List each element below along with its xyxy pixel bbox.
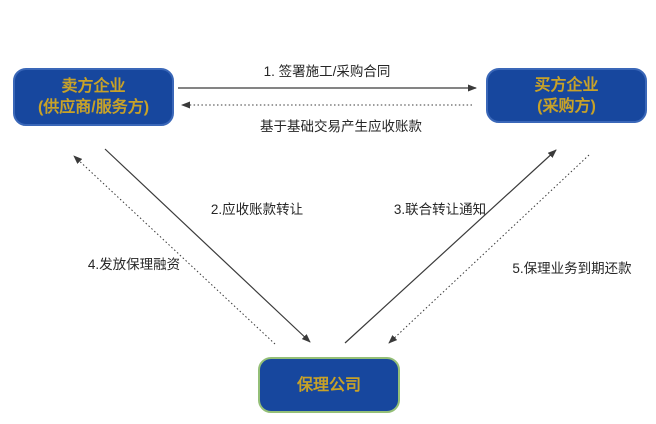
node-seller-subtitle: (供应商/服务方)	[37, 99, 150, 116]
node-factoring-title: 保理公司	[296, 376, 361, 394]
node-factoring-company: 保理公司	[258, 357, 400, 413]
node-seller-title: 卖方企业	[61, 78, 126, 95]
edge-label-financing: 4.发放保理融资	[87, 257, 181, 272]
node-seller-company: 卖方企业 (供应商/服务方)	[13, 68, 174, 126]
edge-label-transfer: 2.应收账款转让	[210, 202, 304, 217]
arrow-repayment-buyer-to-factoring	[388, 154, 590, 344]
arrow-financing-factoring-to-seller	[73, 155, 276, 345]
arrow-notice-factoring-to-buyer	[344, 149, 557, 344]
edge-label-receivable: 基于基础交易产生应收账款	[260, 119, 422, 134]
arrow-transfer-seller-to-factoring	[104, 148, 311, 343]
node-buyer-company: 买方企业 (采购方)	[486, 68, 647, 123]
node-buyer-subtitle: (采购方)	[537, 97, 596, 115]
edge-label-repayment: 5.保理业务到期还款	[512, 261, 632, 276]
edge-label-notice: 3.联合转让通知	[393, 202, 487, 217]
edge-label-contract: 1. 签署施工/采购合同	[263, 64, 391, 79]
node-buyer-title: 买方企业	[534, 76, 599, 94]
